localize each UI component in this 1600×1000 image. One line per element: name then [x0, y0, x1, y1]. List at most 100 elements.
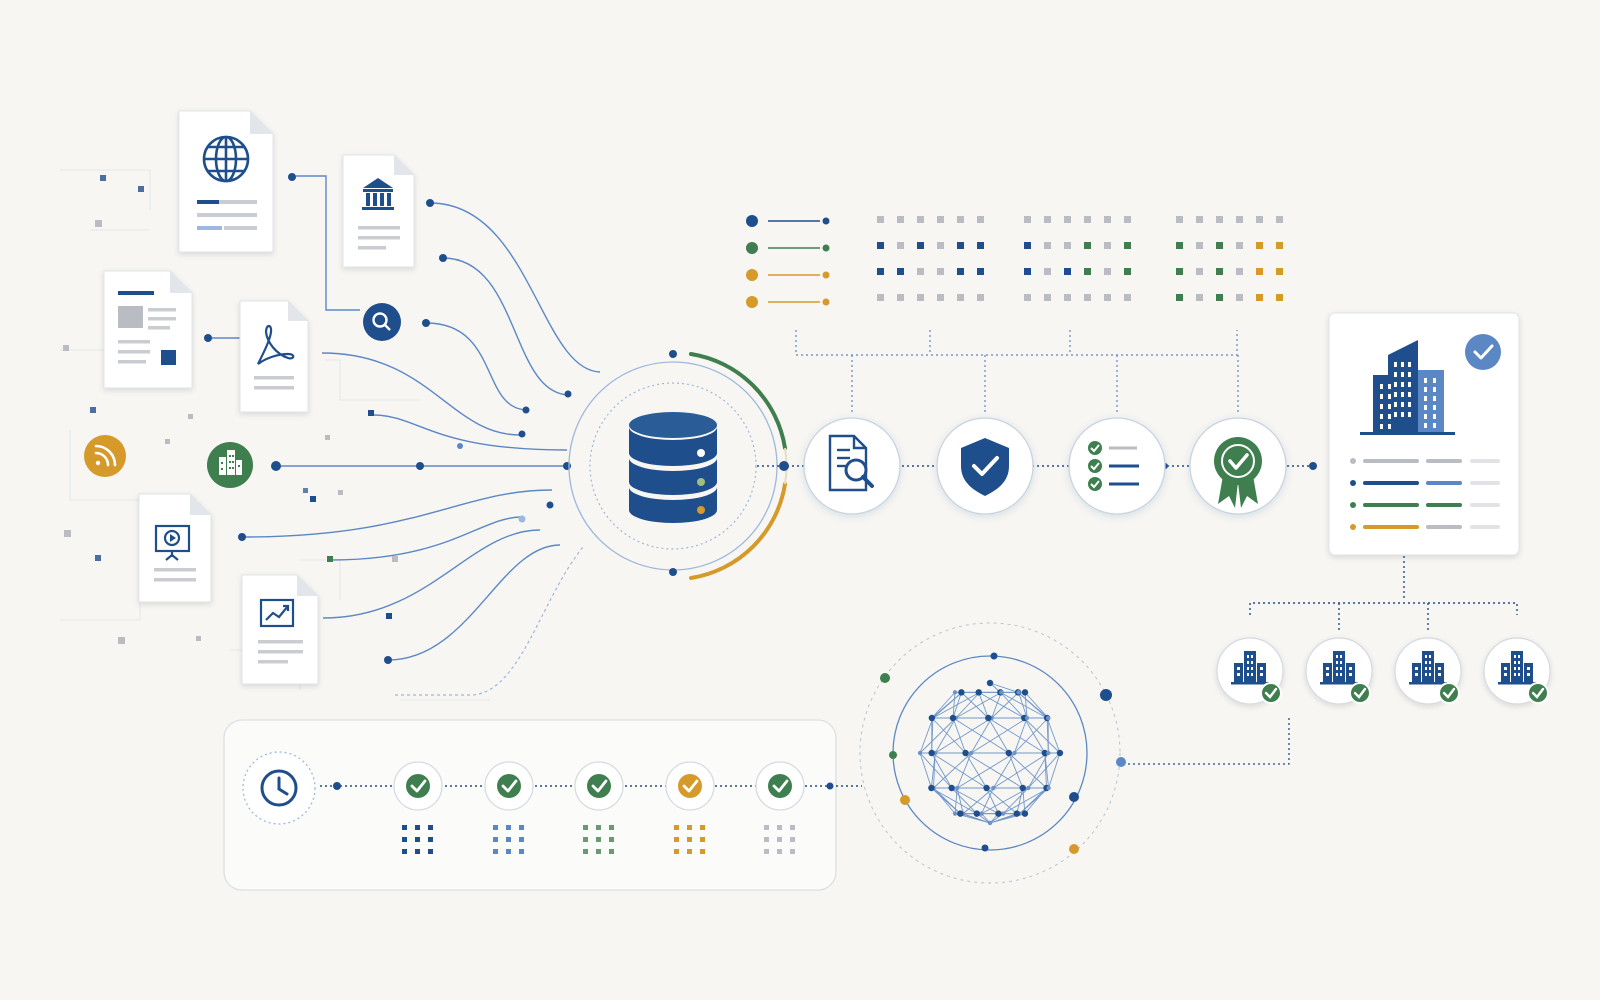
matrix-cell — [1196, 294, 1203, 301]
legend-series-4 — [746, 296, 830, 308]
pipeline-steps — [803, 417, 1287, 515]
chart-icon — [259, 598, 295, 628]
matrix-cell — [1176, 242, 1183, 249]
doc-lines — [197, 200, 257, 230]
profile-card-row — [1350, 502, 1500, 508]
source-connectors — [208, 175, 601, 661]
matrix-cell — [1216, 294, 1223, 301]
check-badge-icon — [1465, 334, 1501, 370]
pipeline-step-checklist[interactable] — [1068, 417, 1166, 515]
profile-card-row — [1350, 458, 1500, 464]
source-doc-video[interactable] — [138, 493, 212, 603]
text-layout-icon — [118, 291, 176, 365]
matrix-cell — [897, 242, 904, 249]
matrix-cell — [897, 268, 904, 275]
matrix-cell — [1236, 268, 1243, 275]
source-doc-gov[interactable] — [342, 154, 415, 268]
check-circle-icon — [768, 774, 792, 798]
timeline-step-3[interactable] — [574, 761, 624, 854]
status-grid — [493, 825, 524, 854]
timeline-panel — [223, 719, 837, 891]
network-globe-icon[interactable] — [917, 679, 1064, 826]
matrix-cell — [1084, 294, 1091, 301]
entity-node-1[interactable] — [1216, 637, 1284, 705]
search-icon — [372, 312, 391, 331]
matrix-cell — [1276, 242, 1283, 249]
source-rss-badge[interactable] — [84, 435, 126, 477]
entity-node-2[interactable] — [1305, 637, 1373, 705]
matrix-cell — [1176, 294, 1183, 301]
building-icon — [1409, 651, 1447, 685]
matrix-cell — [1064, 216, 1071, 223]
pipeline-step-security[interactable] — [936, 417, 1034, 515]
matrix-cell — [917, 294, 924, 301]
matrix-cell — [1216, 268, 1223, 275]
status-grid — [764, 825, 795, 854]
matrix-cell — [1196, 268, 1203, 275]
database-icon[interactable] — [629, 412, 717, 523]
matrix-cell — [1276, 294, 1283, 301]
timeline-step-2[interactable] — [484, 761, 534, 854]
connector-dashed — [395, 546, 584, 696]
check-circle-icon — [406, 774, 430, 798]
status-grid — [402, 825, 433, 854]
entity-node-4[interactable] — [1483, 637, 1551, 705]
matrix-2 — [1024, 216, 1131, 301]
matrix-cell — [1104, 294, 1111, 301]
matrix-cell — [1124, 268, 1131, 275]
timeline-step-5[interactable] — [755, 761, 805, 854]
matrix-3 — [1176, 216, 1283, 301]
timeline-step-4[interactable] — [665, 761, 715, 854]
matrix-cell — [917, 268, 924, 275]
source-doc-chart[interactable] — [241, 574, 319, 685]
matrix-cell — [1064, 242, 1071, 249]
matrix-bracket — [795, 330, 1239, 415]
matrix-cell — [1044, 294, 1051, 301]
matrix-cell — [1236, 242, 1243, 249]
matrix-cell — [1064, 294, 1071, 301]
legend-series-2 — [746, 242, 830, 254]
hub-node-top — [669, 350, 677, 358]
rss-icon — [94, 444, 117, 467]
matrix-cell — [1196, 242, 1203, 249]
matrix-cell — [1024, 216, 1031, 223]
matrix-cell — [917, 216, 924, 223]
matrix-cell — [1196, 216, 1203, 223]
bank-icon — [362, 178, 394, 210]
pdf-icon — [257, 324, 295, 365]
matrix-cell — [937, 242, 944, 249]
doc-lines — [358, 226, 400, 250]
entity-to-network-link — [1122, 718, 1290, 765]
network-ring-nodes — [880, 652, 1126, 854]
matrix-cell — [1256, 216, 1263, 223]
hub-node-bottom — [669, 568, 677, 576]
check-circle-icon — [587, 774, 611, 798]
background-dots — [63, 175, 343, 644]
matrix-cell — [1124, 294, 1131, 301]
timeline-step-1[interactable] — [393, 761, 443, 854]
clock-button[interactable] — [242, 751, 316, 825]
matrix-cell — [1236, 294, 1243, 301]
matrix-1 — [877, 216, 984, 301]
matrix-cell — [1256, 268, 1263, 275]
source-search-badge[interactable] — [363, 303, 401, 341]
matrix-cell — [1104, 216, 1111, 223]
source-company-badge[interactable] — [207, 442, 253, 488]
entity-node-3[interactable] — [1394, 637, 1462, 705]
legend-series-1 — [746, 215, 830, 227]
shield-check-icon — [961, 438, 1009, 496]
pipeline-step-review[interactable] — [803, 417, 901, 515]
matrix-cell — [917, 242, 924, 249]
matrix-cell — [1084, 242, 1091, 249]
award-icon — [1214, 437, 1262, 508]
building-windows — [1380, 362, 1436, 429]
status-grid — [674, 825, 705, 854]
matrix-cell — [957, 294, 964, 301]
matrix-cell — [1064, 268, 1071, 275]
matrix-cell — [1276, 268, 1283, 275]
matrix-cell — [1104, 268, 1111, 275]
matrix-cell — [1044, 216, 1051, 223]
profile-card-row — [1350, 480, 1500, 486]
pipeline-step-certification[interactable] — [1189, 417, 1287, 515]
